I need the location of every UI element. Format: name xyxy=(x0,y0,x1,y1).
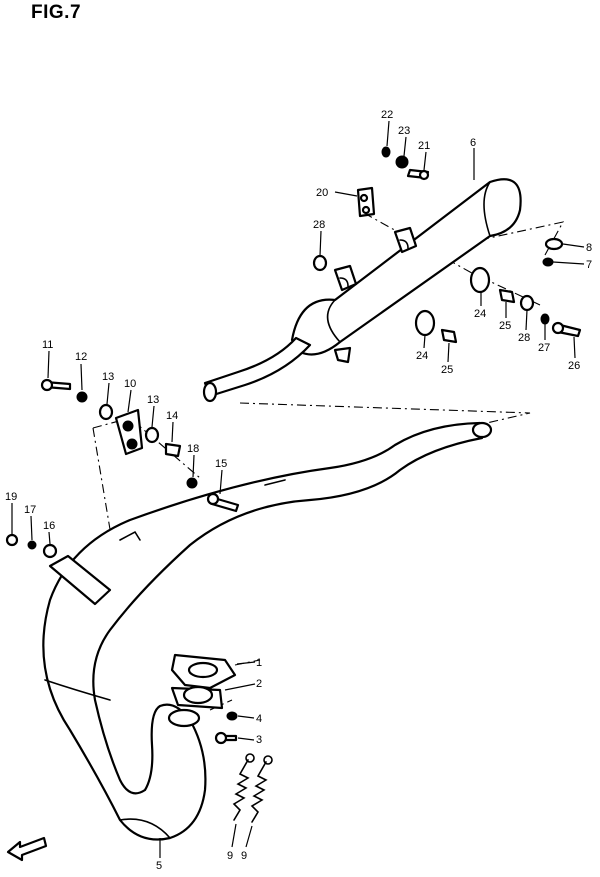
callout-3: 3 xyxy=(256,734,262,746)
exhaust-pipe xyxy=(42,421,493,841)
callout-13a: 13 xyxy=(102,371,114,383)
callout-16: 16 xyxy=(43,520,55,532)
callout-9b: 9 xyxy=(241,850,247,862)
callout-22: 22 xyxy=(381,109,393,121)
front-arrow-icon xyxy=(6,836,48,862)
callout-27: 27 xyxy=(538,342,550,354)
callout-12: 12 xyxy=(75,351,87,363)
callout-20: 20 xyxy=(316,187,328,199)
callout-4: 4 xyxy=(256,713,262,725)
callout-23: 23 xyxy=(398,125,410,137)
callout-15: 15 xyxy=(215,458,227,470)
callout-26: 26 xyxy=(568,360,580,372)
callout-8: 8 xyxy=(586,242,592,254)
muffler xyxy=(202,178,522,403)
callout-14: 14 xyxy=(166,410,178,422)
callout-11: 11 xyxy=(42,339,53,351)
callout-28a: 28 xyxy=(313,219,325,231)
callout-21: 21 xyxy=(418,140,430,152)
rear-hardware-left xyxy=(5,378,240,559)
callout-2: 2 xyxy=(256,678,262,690)
callout-24b: 24 xyxy=(416,350,428,362)
springs xyxy=(232,753,273,823)
muffler-mount-hardware xyxy=(312,146,582,344)
callout-18: 18 xyxy=(187,443,199,455)
callout-10: 10 xyxy=(124,378,136,390)
callout-1: 1 xyxy=(256,657,262,669)
figure-title: FIG.7 xyxy=(31,2,82,23)
callout-28b: 28 xyxy=(518,332,530,344)
leader-lines xyxy=(11,120,585,858)
callout-25b: 25 xyxy=(441,364,453,376)
flange-assembly xyxy=(170,653,238,745)
callout-25a: 25 xyxy=(499,320,511,332)
callout-19: 19 xyxy=(5,491,17,503)
callout-7: 7 xyxy=(586,259,592,271)
callout-5: 5 xyxy=(156,860,162,872)
callout-17: 17 xyxy=(24,504,36,516)
assembly-lines xyxy=(77,212,565,711)
callouts: 1 2 3 4 5 6 7 8 9 9 10 11 12 13 13 14 15… xyxy=(5,109,592,872)
callout-13b: 13 xyxy=(147,394,159,406)
callout-24a: 24 xyxy=(474,308,486,320)
callout-6: 6 xyxy=(470,137,476,149)
callout-9a: 9 xyxy=(227,850,233,862)
